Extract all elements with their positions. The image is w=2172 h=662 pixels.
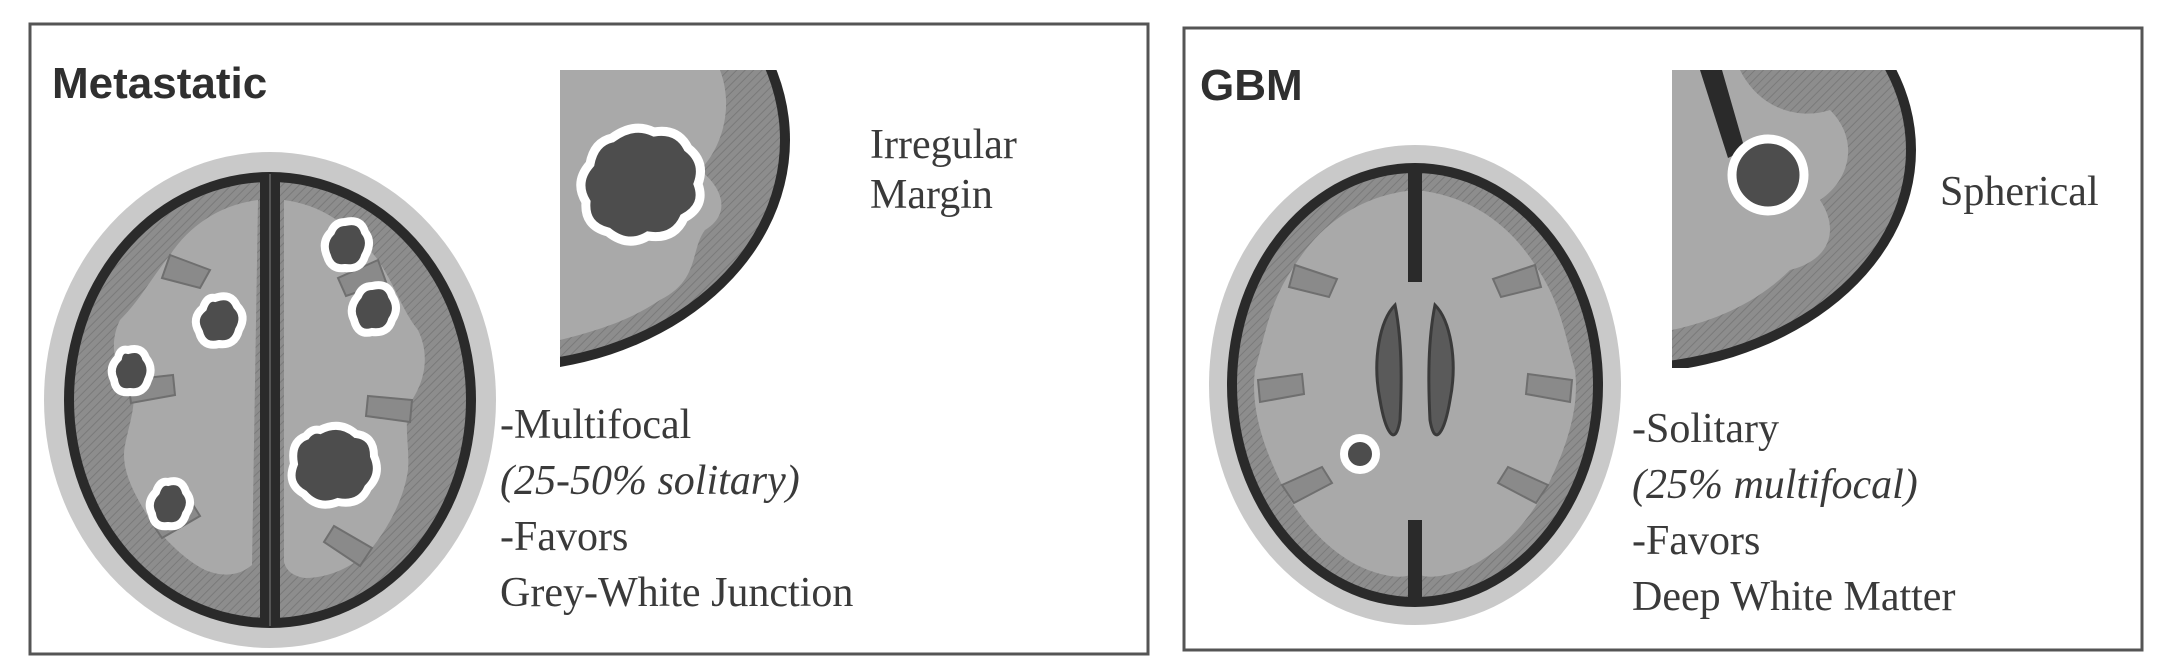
metastatic-panel: Metastatic [28,22,1150,656]
gbm-inset [1672,70,1916,368]
ventricle-right [1427,301,1455,437]
lesion [145,477,194,531]
gbm-desc-line3: -Favors [1632,518,1760,564]
ventricle-left [1375,301,1403,437]
metastatic-title: Metastatic [52,59,267,108]
gbm-desc-line4: Deep White Matter [1632,574,1955,620]
inset-lesion-irregular [576,123,705,246]
lesion [347,281,400,337]
inset-lesion-spherical [1727,134,1809,216]
lesion [320,217,373,273]
lesion [107,345,155,397]
metastatic-inset [560,70,802,372]
gbm-title: GBM [1200,61,1303,110]
metastatic-desc-line1: -Multifocal [500,402,691,448]
irregular-label-line1: Irregular [870,122,1017,168]
irregular-label-line2: Margin [870,172,993,218]
metastatic-desc-line4: Grey-White Junction [500,570,853,616]
interhemispheric-fissure-posterior [1408,520,1422,606]
metastatic-brain-diagram [44,152,496,648]
gyri [1256,263,1574,505]
lesion-large [287,421,381,509]
gbm-desc-line2: (25% multifocal) [1632,462,1918,508]
gbm-lesion [1340,434,1380,474]
spherical-label: Spherical [1940,169,2099,215]
lesion [191,292,247,349]
metastatic-desc-line3: -Favors [500,514,628,560]
metastatic-desc-line2: (25-50% solitary) [500,458,800,504]
gbm-desc-line1: -Solitary [1632,406,1779,452]
gbm-brain-diagram [1209,145,1621,625]
interhemispheric-fissure [1408,172,1422,282]
metastatic-lesions [107,217,400,531]
gbm-panel: GBM [1182,26,2144,652]
